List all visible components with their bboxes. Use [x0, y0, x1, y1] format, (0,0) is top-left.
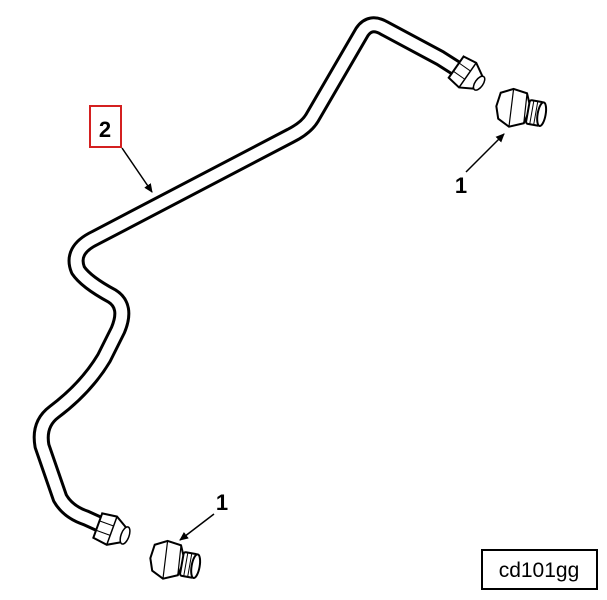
lower-flare-nut	[92, 512, 131, 546]
leader-arrow-lower-fitting	[179, 513, 215, 541]
upper-fitting	[495, 87, 548, 128]
lower-fitting	[149, 539, 202, 580]
figure-code-box	[481, 549, 598, 590]
pipe-core	[35, 19, 468, 534]
leader-arrow-upper-fitting	[465, 133, 505, 173]
upper-flare-nut	[447, 55, 486, 91]
callout-label-pipe: 2	[99, 117, 111, 142]
callout-label-upper-fitting: 1	[455, 173, 467, 198]
figure-code-label: cd101gg	[499, 559, 580, 582]
pipe	[32, 16, 471, 537]
leader-arrow-pipe	[121, 147, 153, 193]
callout-label-lower-fitting: 1	[216, 490, 228, 515]
callout-highlight-box	[89, 105, 122, 148]
figure-code: cd101gg	[481, 549, 598, 590]
pipe-outline	[32, 16, 471, 537]
